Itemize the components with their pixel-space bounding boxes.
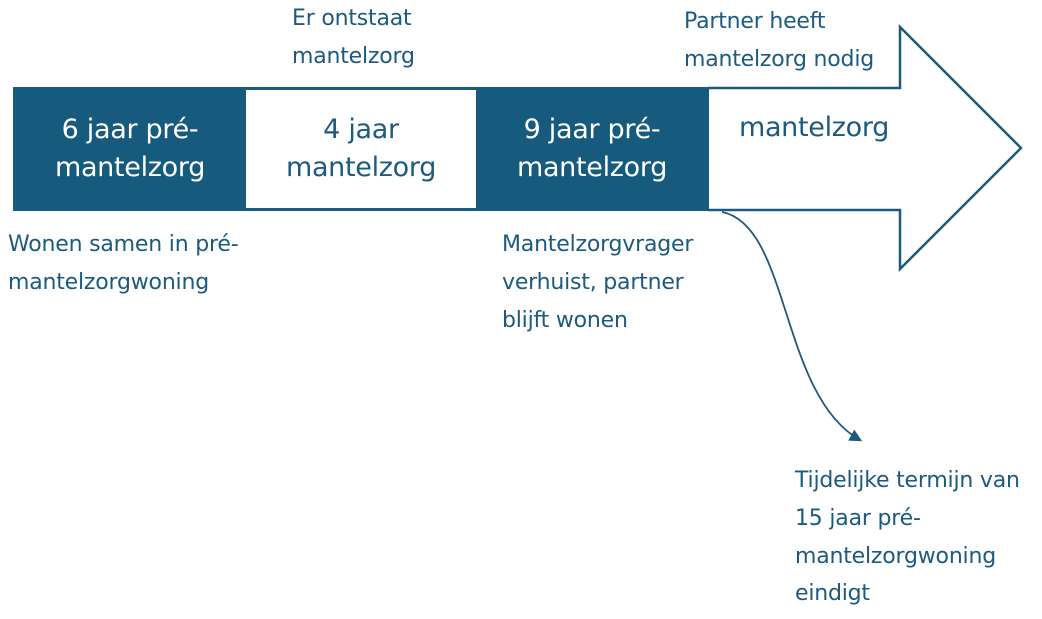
segment-label: 9 jaar pré-mantelzorg <box>516 113 668 183</box>
arrow-label-mantelzorg: mantelzorg <box>738 112 890 143</box>
note-mantelzorgvrager-verhuist: Mantelzorgvrager verhuist, partner blijf… <box>502 232 694 333</box>
mantelzorg-arrow-shape <box>708 23 1023 273</box>
note-wonen-samen: Wonen samen in pré-mantelzorgwoning <box>8 232 239 295</box>
segment-label: 6 jaar pré-mantelzorg <box>54 113 206 183</box>
segment-4-jaar-mantelzorg: 4 jaar mantelzorg <box>246 88 476 210</box>
note-partner-heeft-mantelzorg-nodig: Partner heeft mantelzorg nodig <box>684 9 874 72</box>
note-er-ontstaat-mantelzorg: Er ontstaat mantelzorg <box>292 6 415 69</box>
segment-6-jaar-pre-mantelzorg: 6 jaar pré-mantelzorg <box>14 88 246 210</box>
segment-9-jaar-pre-mantelzorg: 9 jaar pré-mantelzorg <box>476 88 708 210</box>
curved-connector-arrow <box>721 211 863 442</box>
segment-label: 4 jaar mantelzorg <box>285 113 437 183</box>
note-tijdelijke-termijn-eindigt: Tijdelijke termijn van 15 jaar pré-mante… <box>795 468 1020 607</box>
